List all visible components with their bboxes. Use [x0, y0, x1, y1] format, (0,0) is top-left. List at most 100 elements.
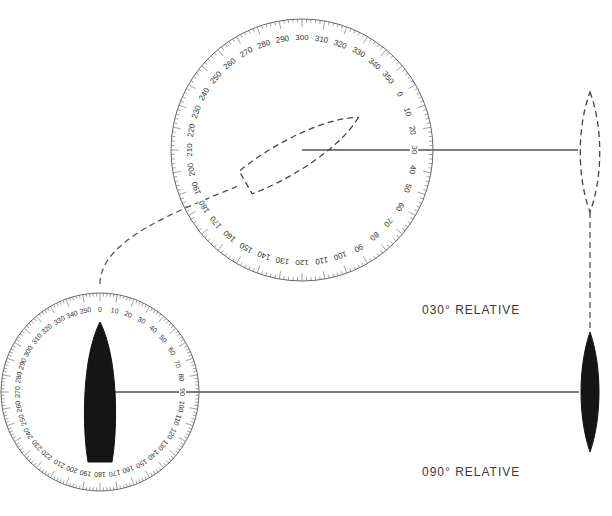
tick-mark [26, 456, 29, 458]
tick-mark [26, 326, 29, 328]
tick-mark [396, 229, 402, 234]
tick-mark [16, 340, 19, 342]
tick-mark [189, 355, 192, 356]
tick-mark [195, 405, 198, 406]
tick-mark [83, 295, 84, 303]
bearing-number: 160 [222, 228, 239, 244]
tick-mark [18, 337, 21, 339]
bearing-number: 110 [313, 255, 329, 265]
bearing-number: 50 [157, 333, 169, 345]
tick-mark [63, 481, 64, 484]
tick-mark [425, 113, 428, 115]
bearing-number: 180 [93, 471, 107, 478]
tick-mark [169, 323, 172, 325]
tick-mark [428, 131, 431, 132]
tick-mark [156, 312, 158, 315]
tick-mark [297, 277, 298, 280]
dial-ticks [171, 19, 433, 281]
bearing-number: 210 [186, 142, 194, 157]
tick-mark [425, 150, 433, 151]
tick-mark [373, 41, 375, 44]
tick-mark [63, 300, 64, 303]
tick-mark [186, 434, 189, 436]
tick-mark [362, 263, 364, 266]
tick-mark [171, 154, 174, 155]
tick-mark [429, 158, 432, 159]
tick-mark [6, 361, 9, 362]
tick-mark [408, 77, 411, 79]
bearing-number: 220 [186, 122, 197, 139]
tick-mark [179, 438, 186, 442]
tick-mark [42, 469, 44, 472]
number-slot: 210 [178, 142, 196, 157]
bearing-number: 30 [135, 315, 147, 326]
tick-mark [136, 300, 137, 303]
tick-mark [8, 355, 11, 356]
tick-mark [265, 24, 267, 27]
tick-mark [176, 185, 179, 187]
tick-mark [337, 24, 339, 27]
tick-mark [191, 422, 194, 423]
tick-mark [184, 206, 187, 208]
tick-mark [171, 456, 174, 458]
tick-mark [387, 245, 389, 248]
tick-mark [42, 312, 44, 315]
tick-mark [103, 487, 104, 490]
tick-mark [315, 277, 316, 280]
tick-mark [218, 244, 223, 250]
tick-mark [174, 176, 177, 178]
tick-mark [34, 318, 36, 321]
tick-mark [310, 277, 311, 280]
tick-mark [69, 483, 70, 486]
tick-mark [225, 253, 227, 256]
tick-mark [83, 482, 84, 490]
tick-mark [173, 171, 181, 172]
tick-mark [262, 25, 263, 28]
tick-mark [377, 253, 379, 256]
tick-mark [177, 334, 180, 336]
tick-mark [279, 21, 280, 29]
bearing-number: 180 [198, 197, 213, 214]
tick-mark [319, 20, 320, 23]
bearing-number: 340 [366, 56, 383, 72]
tick-mark [172, 167, 175, 168]
number-slot: 170 [106, 466, 123, 486]
tick-mark [184, 346, 187, 348]
bearing-number: 10 [109, 306, 120, 315]
tick-mark [3, 375, 11, 376]
tick-mark [186, 423, 194, 426]
tick-mark [405, 73, 408, 75]
tick-mark [119, 485, 121, 488]
tick-mark [126, 297, 128, 300]
number-slot: 200 [179, 161, 199, 179]
tick-mark [380, 47, 382, 50]
tick-mark [237, 37, 241, 44]
tick-mark [175, 180, 178, 182]
tick-mark [193, 415, 196, 417]
tick-mark [214, 245, 216, 248]
bearing-number: 190 [190, 180, 203, 197]
tick-mark [66, 299, 69, 307]
bearing-number: 270 [237, 46, 254, 61]
tick-mark [195, 398, 198, 399]
tick-mark [186, 349, 189, 351]
tick-mark [240, 34, 242, 37]
tick-mark [418, 192, 426, 195]
tick-mark [423, 127, 431, 128]
tick-mark [1, 398, 4, 399]
tick-mark [175, 451, 178, 453]
number-slot: 260 [6, 398, 26, 415]
tick-mark [350, 268, 351, 271]
tick-mark [100, 293, 101, 301]
tick-mark [274, 275, 276, 278]
tick-mark [429, 163, 432, 164]
tick-mark [1, 392, 9, 393]
tick-mark [142, 303, 144, 306]
tick-mark [196, 225, 199, 227]
bearing-number: 90 [179, 387, 186, 397]
tick-mark [172, 131, 175, 132]
tick-mark [423, 189, 426, 190]
tick-mark [11, 349, 14, 351]
tick-mark [177, 448, 180, 450]
tick-mark [139, 302, 140, 305]
